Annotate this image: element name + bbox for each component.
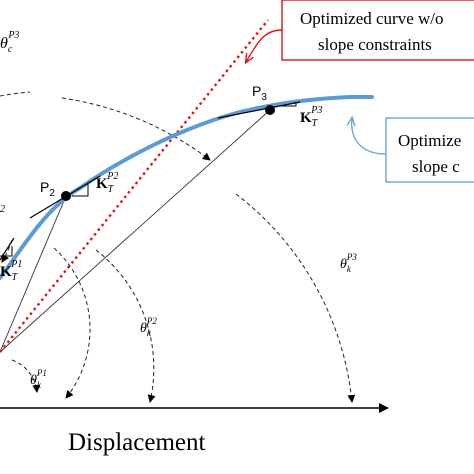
tangent-line-p3 [217,101,301,119]
point-p3 [265,105,275,115]
angle-arc-p2-tail [1,239,13,263]
angle-label-k1: θkP1 [30,368,47,390]
angle-arc-c3-cut [0,91,31,97]
angle-label-k2: θkP2 [140,316,157,338]
secant-line-p2 [0,195,67,353]
callout-red-line1: Optimized curve w/o [300,9,444,28]
stiffness-label-p1: KTP1 [0,259,22,283]
angle-label-k3: θkP3 [340,252,357,274]
callout-blue-box [385,117,474,183]
angle-arc-k3 [235,193,356,403]
angle-arc-p1 [11,359,41,393]
optimized-curve [0,94,374,280]
angle-arc-k2 [95,249,156,403]
slope-marker-p2 [72,184,89,197]
x-axis-label: Displacement [68,429,206,456]
point-label-p2: P2 [40,179,55,199]
slope-marker-p3 [280,102,297,107]
secant-line-p3 [0,109,271,353]
point-label-p3: P3 [252,83,267,103]
stiffness-label-p3: KTP3 [300,105,322,129]
callout-blue-line2: slope c [412,157,460,176]
angle-label-c3: θcP3 [0,30,19,55]
point-p2 [61,191,71,201]
callout-blue-line1: Optimize [398,131,461,150]
angle-arc-k1 [53,247,91,399]
stiffness-label-p2: KTP2 [96,171,118,195]
red-dotted-line [0,19,269,353]
callout-red-pointer [246,29,283,62]
callout-red-line2: slope constraints [318,35,432,54]
slope-marker-p1 [0,246,13,257]
cut-label-fragment: 2 [0,204,5,215]
callout-blue-pointer [352,118,387,155]
angle-arc-c3 [61,97,211,161]
